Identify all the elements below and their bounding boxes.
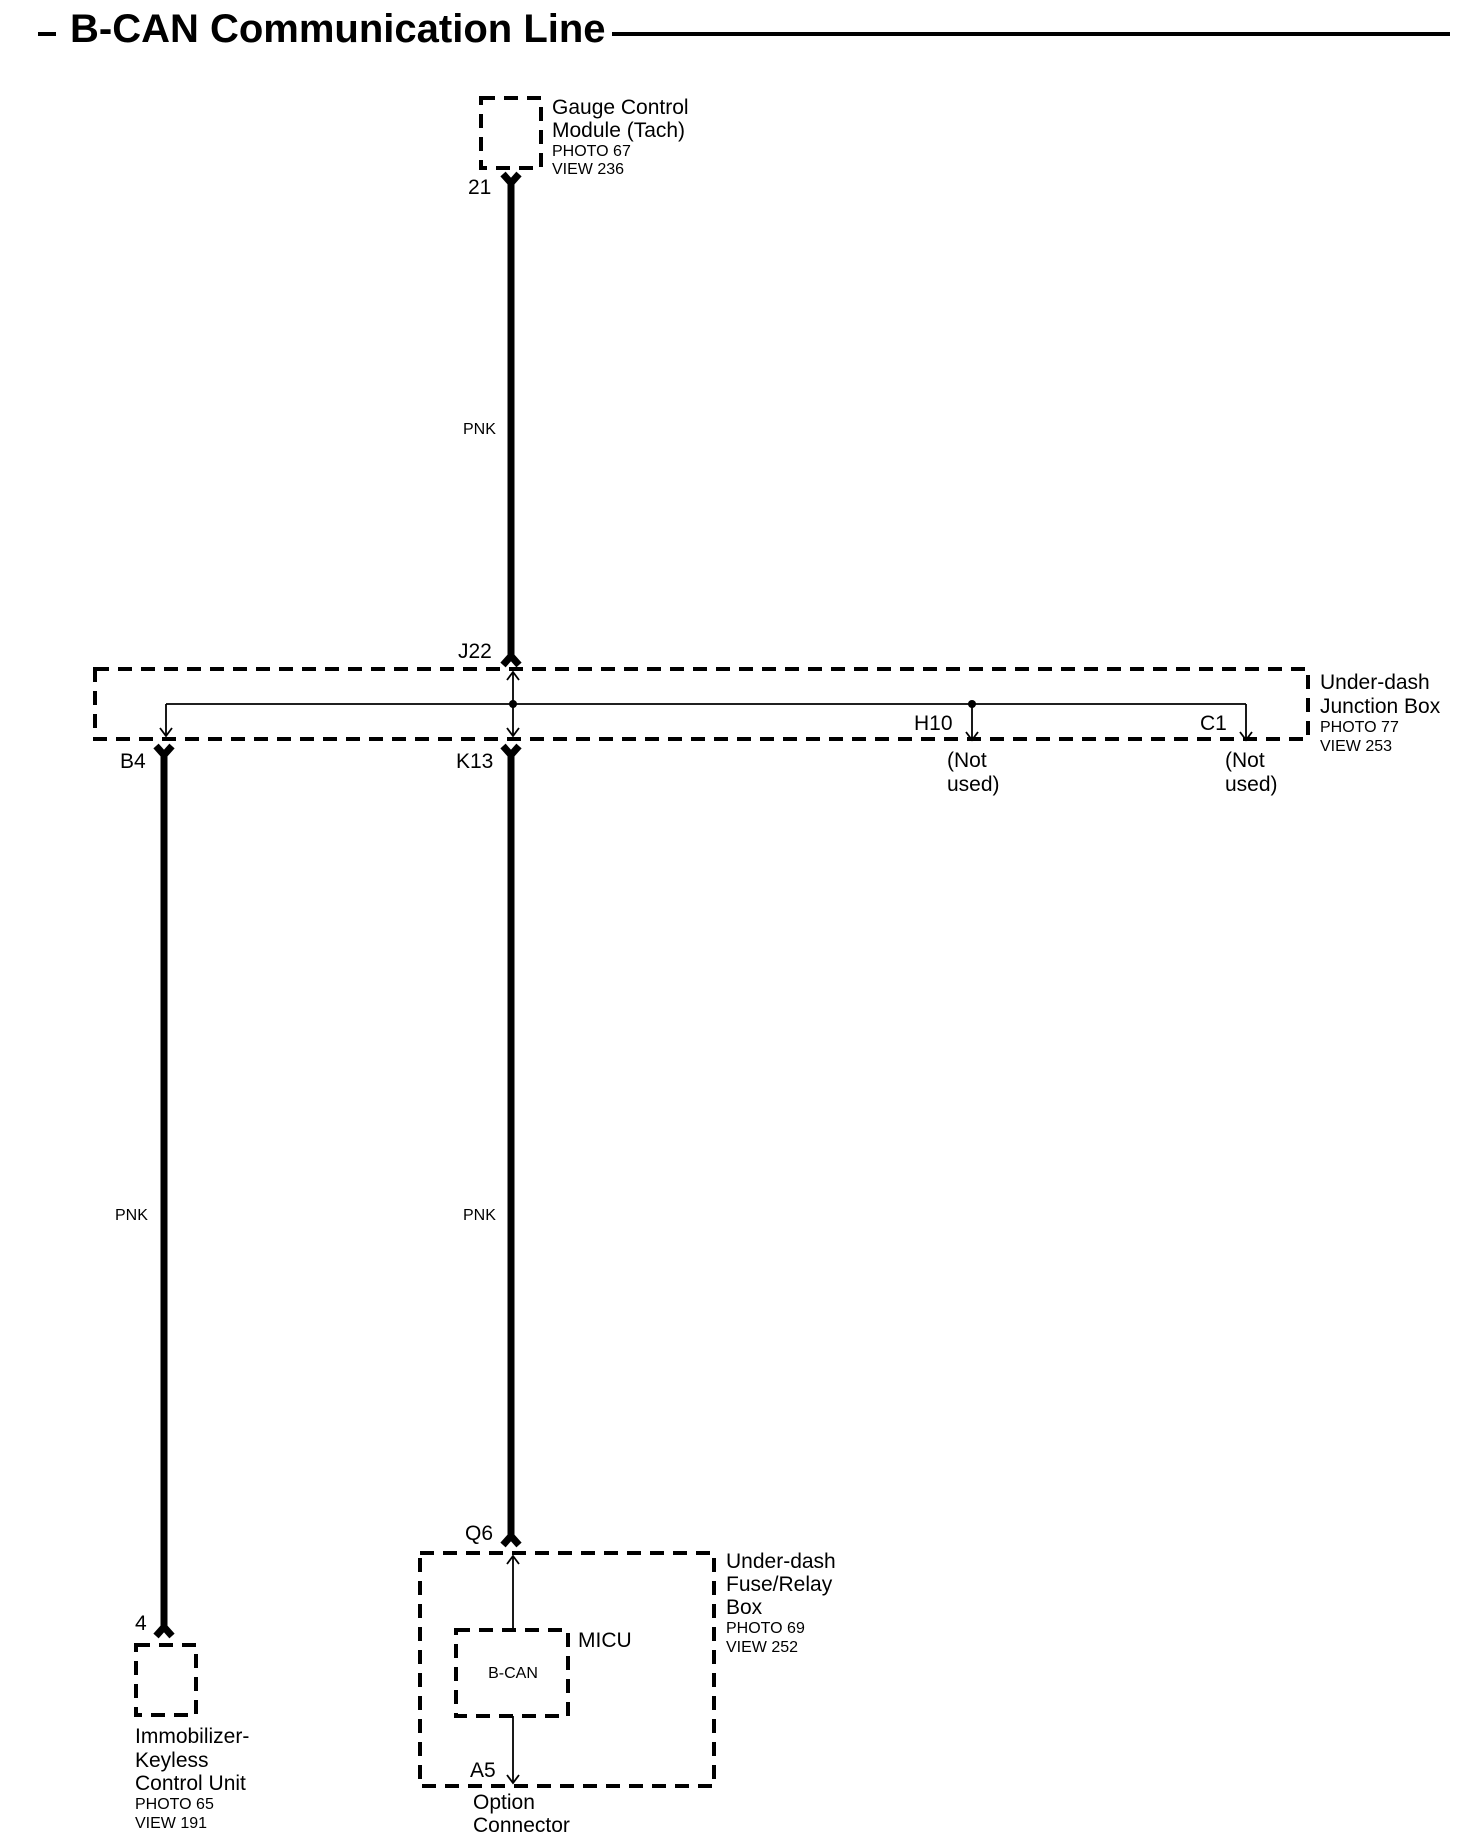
junction-internal-arrow-h10 bbox=[965, 731, 979, 742]
c1-not-used-line1: (Not bbox=[1225, 749, 1265, 772]
junction-internal-arrow-k13 bbox=[506, 727, 520, 738]
option-name-line2: Connector bbox=[473, 1814, 570, 1837]
c1-not-used-line2: used) bbox=[1225, 773, 1278, 796]
junction-internal-arrow-up bbox=[506, 670, 520, 681]
fuse-internal-arrow-up bbox=[506, 1554, 520, 1565]
gauge-name-line1: Gauge Control bbox=[552, 96, 689, 119]
pin-terminal-b4 bbox=[153, 743, 175, 761]
junction-view: VIEW 253 bbox=[1320, 738, 1392, 755]
junction-pin-c1: C1 bbox=[1200, 712, 1227, 735]
fuse-relay-box bbox=[418, 1551, 716, 1788]
pin-terminal-k13 bbox=[500, 743, 522, 761]
h10-not-used-line1: (Not bbox=[947, 749, 987, 772]
pin-terminal-4 bbox=[153, 1621, 175, 1639]
junction-pin-k13: K13 bbox=[456, 750, 493, 773]
bcan-label: B-CAN bbox=[488, 1665, 538, 1682]
micu-label: MICU bbox=[578, 1629, 632, 1652]
gauge-pin-21: 21 bbox=[468, 176, 491, 199]
wire-color-top: PNK bbox=[463, 421, 496, 438]
wire-color-left: PNK bbox=[115, 1207, 148, 1224]
fuse-name-line2: Fuse/Relay bbox=[726, 1573, 833, 1596]
junction-pin-b4: B4 bbox=[120, 750, 146, 773]
fuse-view: VIEW 252 bbox=[726, 1639, 798, 1656]
page-title: B-CAN Communication Line bbox=[70, 7, 606, 51]
immob-view: VIEW 191 bbox=[135, 1815, 207, 1832]
junction-internal-arrow-b4 bbox=[159, 727, 173, 738]
fuse-pin-q6: Q6 bbox=[465, 1522, 493, 1545]
pin-terminal-q6 bbox=[500, 1530, 522, 1548]
gauge-photo: PHOTO 67 bbox=[552, 143, 631, 160]
junction-box bbox=[93, 667, 1310, 741]
fuse-pin-a5: A5 bbox=[470, 1759, 496, 1782]
wire-color-mid: PNK bbox=[463, 1207, 496, 1224]
pin-terminal-j22 bbox=[500, 650, 522, 668]
immob-name-line1: Immobilizer- bbox=[135, 1725, 249, 1748]
immob-photo: PHOTO 65 bbox=[135, 1796, 214, 1813]
micu-box bbox=[454, 1628, 570, 1718]
immobilizer-keyless-box bbox=[134, 1643, 198, 1717]
junction-name-line1: Under-dash bbox=[1320, 671, 1430, 694]
option-name-line1: Option bbox=[473, 1791, 535, 1814]
gauge-view: VIEW 236 bbox=[552, 161, 624, 178]
junction-internal-arrow-c1 bbox=[1239, 731, 1253, 742]
fuse-name-line3: Box bbox=[726, 1596, 763, 1619]
immob-pin-4: 4 bbox=[135, 1612, 147, 1635]
fuse-internal-arrow-down bbox=[506, 1774, 520, 1785]
immob-name-line2: Keyless bbox=[135, 1749, 209, 1772]
gauge-control-module-box bbox=[479, 96, 543, 170]
pin-terminal-21 bbox=[500, 171, 522, 189]
gauge-name-line2: Module (Tach) bbox=[552, 119, 685, 142]
fuse-photo: PHOTO 69 bbox=[726, 1620, 805, 1637]
junction-pin-j22: J22 bbox=[458, 640, 492, 663]
junction-name-line2: Junction Box bbox=[1320, 695, 1441, 718]
fuse-name-line1: Under-dash bbox=[726, 1550, 836, 1573]
junction-pin-h10: H10 bbox=[914, 712, 953, 735]
immob-name-line3: Control Unit bbox=[135, 1772, 246, 1795]
h10-not-used-line2: used) bbox=[947, 773, 1000, 796]
junction-splice-center bbox=[509, 700, 517, 708]
junction-photo: PHOTO 77 bbox=[1320, 719, 1399, 736]
